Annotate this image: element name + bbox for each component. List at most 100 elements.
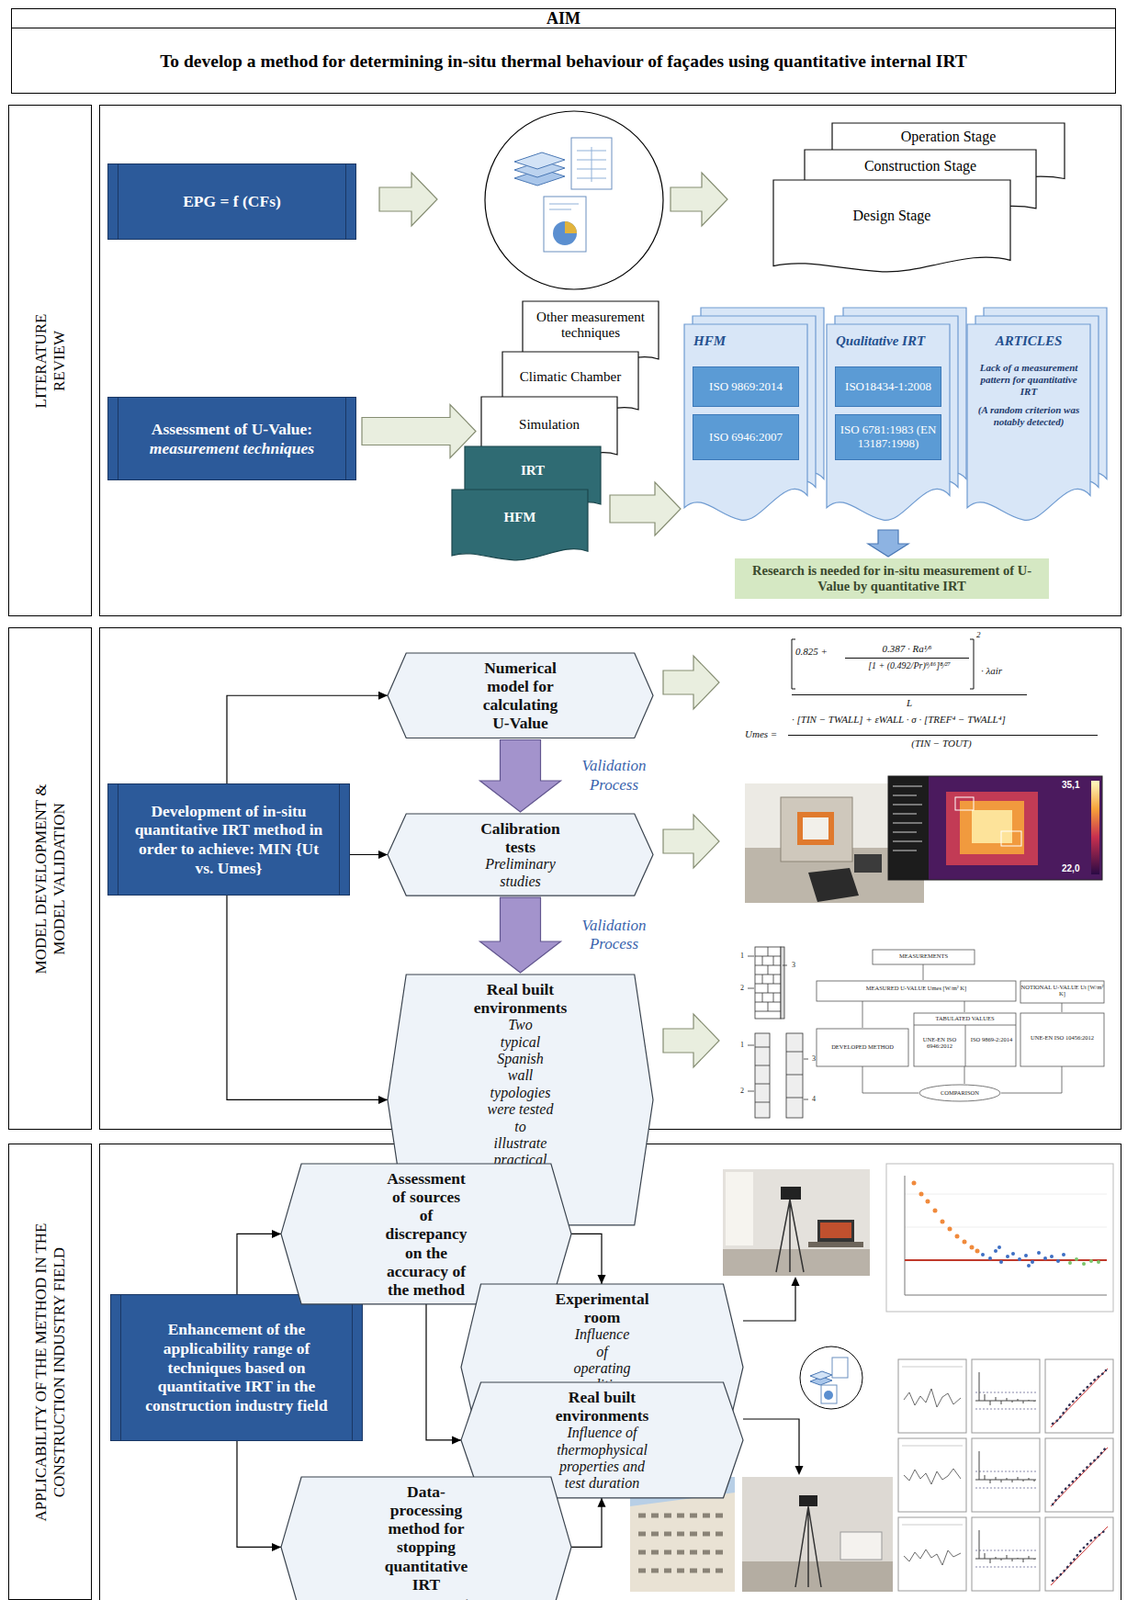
document-icons [514, 152, 565, 170]
section-band: MODEL DEVELOPMENT & MODEL VALIDATION [8, 627, 92, 1130]
formula-rule [845, 657, 970, 659]
document-icons [821, 1385, 837, 1404]
building-photo [840, 1532, 882, 1560]
callout-number: 3 [788, 960, 799, 970]
shape-outline [387, 813, 654, 896]
chart-panels [1045, 1438, 1114, 1512]
scatter-chart [1024, 1253, 1028, 1258]
scatter-chart [980, 1252, 985, 1257]
node-title: Qualitative IRT [835, 333, 925, 350]
flowchart-text: UNE-EN ISO 10456:2012 [1020, 1034, 1105, 1041]
scatter-chart [886, 1163, 1114, 1312]
method-flowchart [1020, 1013, 1105, 1067]
node-title: Operation Stage [901, 128, 997, 146]
chart-panels [898, 1359, 967, 1433]
process-hexagon: Assessment of sources of discrepancy on … [281, 1163, 572, 1305]
scatter-chart [1061, 1252, 1066, 1257]
scatter-chart [999, 1260, 1004, 1264]
node-title: Research is needed for in-situ measureme… [743, 563, 1040, 596]
wall-section [755, 1047, 803, 1103]
arrowhead [271, 1229, 282, 1239]
formula-rule [791, 639, 796, 689]
standard-box: ISO 9869:2014 [692, 366, 800, 407]
scatter-chart [940, 1219, 946, 1225]
process-hexagon: Calibration testsPreliminary studies [387, 813, 654, 896]
node-title: EPG = f (CFs) [182, 191, 282, 212]
section-band: LITERATURE REVIEW [8, 104, 92, 617]
standard-box: ISO18434-1:2008 [834, 366, 942, 407]
chart-panels [971, 1438, 1040, 1512]
chart-panels [1050, 1447, 1108, 1507]
chart-panels [1050, 1368, 1108, 1428]
connector [226, 691, 388, 784]
connector [426, 1304, 462, 1445]
scatter-chart [904, 1194, 1107, 1261]
process-box: Enhancement of the applicability range o… [110, 1294, 363, 1442]
chart-panels [1052, 1529, 1106, 1581]
arrowhead [378, 691, 388, 700]
block-arrow [663, 814, 720, 868]
chart-panels [898, 1517, 967, 1591]
edge-label: Validation Process [568, 916, 661, 955]
chart-panels [1045, 1517, 1114, 1591]
scatter-chart [925, 1199, 931, 1205]
block-arrow [361, 405, 476, 459]
node-body: measurement techniques [149, 439, 315, 459]
node-title: ARTICLES [995, 333, 1063, 350]
room-photo [808, 1241, 864, 1248]
node-title: Experimental room [554, 1289, 649, 1327]
formula-rule [791, 694, 1027, 696]
connector [236, 1229, 282, 1295]
node-title: Simulation [518, 416, 580, 433]
document-icons [800, 1346, 863, 1409]
scatter-chart [912, 1181, 981, 1254]
node-body: (A random criterion was notably detected… [967, 404, 1091, 429]
formula-term: [1 + (0.492/Pr)⁹⁄¹⁶]⁸⁄²⁷ [840, 660, 979, 672]
scatter-chart [1056, 1259, 1060, 1263]
method-flowchart [919, 1084, 1001, 1102]
block-arrow [379, 172, 438, 226]
document-icons [576, 146, 607, 182]
node-title: Real built environments [473, 980, 568, 1017]
node-title: ISO18434-1:2008 [845, 380, 932, 395]
scatter-chart [1017, 1257, 1022, 1262]
chart-panels [898, 1438, 967, 1512]
building-photo [742, 1476, 893, 1592]
thermal-image [892, 786, 923, 851]
room-photo [722, 1169, 870, 1250]
document-icons [543, 196, 587, 252]
pointer-line [743, 1284, 800, 1467]
scatter-chart [955, 1234, 960, 1240]
flowchart-text: NOTIONAL U-VALUE Ut [W/m² K] [1020, 983, 1105, 998]
chart-panels [971, 1359, 1040, 1433]
node-title: IRT [520, 462, 545, 479]
scatter-chart [997, 1245, 1002, 1250]
process-box: EPG = f (CFs) [107, 163, 357, 240]
connector [361, 405, 476, 459]
connector-line [226, 695, 388, 784]
flowchart-text: MEASUREMENTS [872, 952, 975, 959]
method-flowchart [816, 980, 1016, 1002]
building-photo [799, 1495, 818, 1507]
node-title: APPLICABILITY OF THE METHOD IN THE CONST… [31, 1183, 69, 1561]
formula-term: 0.387 · Ra¹⁄⁶ [845, 642, 970, 655]
block-arrow [663, 655, 720, 710]
block-arrow [609, 482, 681, 536]
shape-outline [281, 1476, 572, 1600]
lab-photo [797, 811, 834, 846]
node-title: Design Stage [853, 207, 932, 225]
arrowhead [378, 850, 388, 859]
pointer-line [743, 1284, 796, 1321]
pointer-head [791, 1276, 801, 1286]
chart-panels [903, 1468, 961, 1485]
method-flowchart [816, 1028, 909, 1067]
lab-photo [808, 867, 859, 902]
thermal-image [955, 797, 974, 811]
chart-panels [901, 1366, 963, 1368]
document-icons [484, 111, 664, 290]
shape-outline [281, 1163, 572, 1305]
node-title: ISO 6781:1983 (EN 13187:1998) [839, 423, 937, 451]
thermal-image [1091, 780, 1100, 875]
